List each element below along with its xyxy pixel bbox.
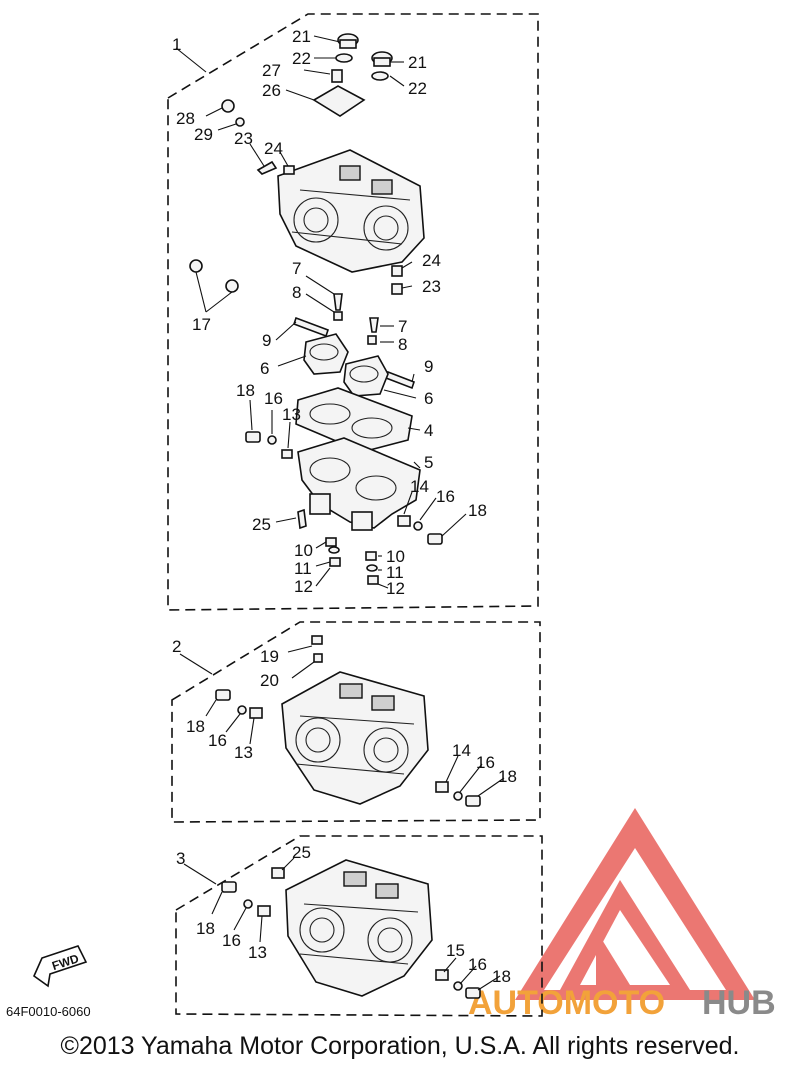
callout-18b: 18 — [468, 501, 487, 520]
watermark-logo — [515, 808, 755, 1000]
assembly-3-boundary — [175, 835, 543, 1017]
callout-29: 29 — [194, 125, 213, 144]
assembly-1-boundary — [167, 13, 539, 611]
fitting-caps — [189, 33, 403, 295]
watermark-brand-secondary: HUB — [702, 984, 776, 1022]
callout-18a: 18 — [236, 381, 255, 400]
callout-14a: 14 — [410, 477, 429, 496]
carburetor-body-upper — [277, 149, 425, 273]
callout-22b: 22 — [408, 79, 427, 98]
float-chamber-gasket — [295, 387, 413, 453]
callout-numbers: 1 21 22 21 22 27 26 28 29 23 24 24 23 17… — [172, 27, 517, 986]
callout-8a: 8 — [292, 283, 301, 302]
watermark-brand-primary: AUTOMOTO — [468, 984, 665, 1022]
callout-9a: 9 — [262, 331, 271, 350]
callout-19: 19 — [260, 647, 279, 666]
callout-5: 5 — [424, 453, 433, 472]
callout-7a: 7 — [292, 259, 301, 278]
callout-11b: 11 — [386, 563, 404, 582]
floats — [303, 333, 389, 397]
callout-21b: 21 — [408, 53, 427, 72]
callout-18c: 18 — [186, 717, 205, 736]
callout-28: 28 — [176, 109, 195, 128]
callout-26: 26 — [262, 81, 281, 100]
callout-10a: 10 — [294, 541, 313, 560]
fwd-arrow-icon: FWD — [33, 945, 88, 988]
callout-4: 4 — [424, 421, 433, 440]
jets-and-screws-1 — [245, 431, 443, 585]
callout-16c: 16 — [208, 731, 227, 750]
callout-18d: 18 — [498, 767, 517, 786]
callout-13e: 13 — [248, 943, 267, 962]
callout-23a: 23 — [234, 129, 253, 148]
callout-11a: 11 — [294, 559, 312, 578]
leader-lines-3 — [183, 857, 501, 991]
callout-1: 1 — [172, 35, 181, 54]
callout-13a: 13 — [282, 405, 301, 424]
callout-7b: 7 — [398, 317, 407, 336]
copyright-notice: ©2013 Yamaha Motor Corporation, U.S.A. A… — [60, 1032, 740, 1060]
callout-18e: 18 — [196, 919, 215, 938]
callout-23b: 23 — [422, 277, 441, 296]
assembly-2-boundary — [171, 621, 541, 823]
carburetor-body-2 — [215, 635, 481, 807]
callout-15: 15 — [446, 941, 465, 960]
callout-22a: 22 — [292, 49, 311, 68]
callout-20: 20 — [260, 671, 279, 690]
leader-lines-2 — [179, 645, 505, 797]
carburetor-body-3 — [221, 859, 481, 999]
callout-18f: 18 — [492, 967, 511, 986]
callout-8b: 8 — [398, 335, 407, 354]
callout-10b: 10 — [386, 547, 405, 566]
callout-24b: 24 — [422, 251, 441, 270]
callout-17: 17 — [192, 315, 211, 334]
callout-27: 27 — [262, 61, 281, 80]
callout-16b: 16 — [436, 487, 455, 506]
callout-9b: 9 — [424, 357, 433, 376]
callout-16f: 16 — [468, 955, 487, 974]
leader-lines-1 — [175, 35, 467, 589]
callout-16a: 16 — [264, 389, 283, 408]
callout-14c: 14 — [452, 741, 471, 760]
callout-6a: 6 — [260, 359, 269, 378]
callout-16d: 16 — [476, 753, 495, 772]
callout-6b: 6 — [424, 389, 433, 408]
callout-25a: 25 — [252, 515, 271, 534]
callout-12b: 12 — [386, 579, 405, 598]
callout-21a: 21 — [292, 27, 311, 46]
callout-24a: 24 — [264, 139, 283, 158]
callout-12a: 12 — [294, 577, 313, 596]
callout-3: 3 — [176, 849, 185, 868]
reference-code: 64F0010-6060 — [6, 1004, 91, 1019]
callout-16e: 16 — [222, 931, 241, 950]
callout-2: 2 — [172, 637, 181, 656]
callout-13c: 13 — [234, 743, 253, 762]
float-chamber — [297, 437, 421, 531]
callout-25b: 25 — [292, 843, 311, 862]
